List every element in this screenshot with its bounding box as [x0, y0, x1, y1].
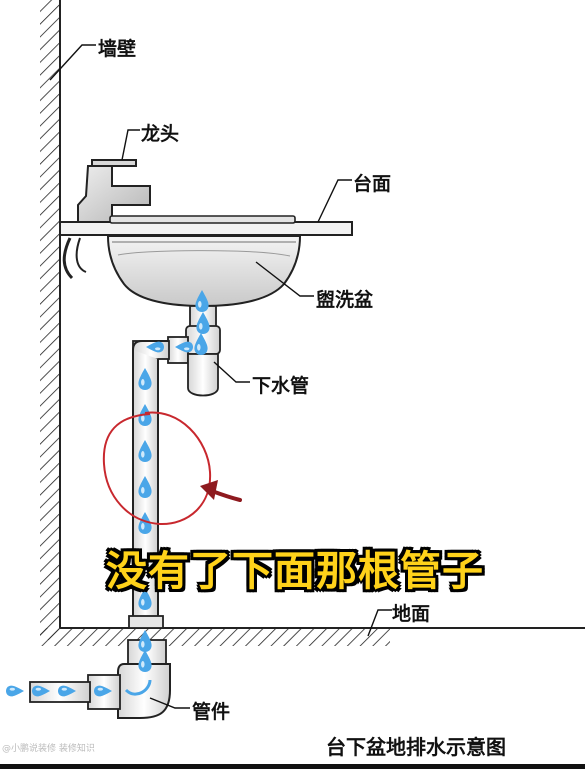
floor	[40, 627, 585, 646]
drain-pipe-label: 下水管	[252, 375, 310, 397]
floor-label: 地面	[392, 603, 431, 625]
basin-label: 盥洗盆	[316, 289, 374, 311]
fitting-label: 管件	[192, 701, 231, 723]
countertop-label: 台面	[353, 173, 392, 195]
wall	[40, 0, 61, 640]
leader-lines	[49, 44, 392, 709]
wall-label: 墙壁	[98, 38, 137, 60]
arrow-icon	[200, 480, 242, 502]
video-caption: 没有了下面那根管子	[106, 547, 484, 595]
countertop	[59, 221, 353, 236]
bottom-bar	[0, 764, 585, 769]
faucet-icon	[62, 159, 151, 280]
diagram-title: 台下盆地排水示意图	[326, 735, 506, 759]
faucet-label: 龙头	[141, 123, 180, 145]
watermark: @小鹏说装修 装修知识	[2, 744, 95, 754]
highlight-circle	[102, 411, 212, 526]
pipe-fitting	[29, 639, 171, 719]
